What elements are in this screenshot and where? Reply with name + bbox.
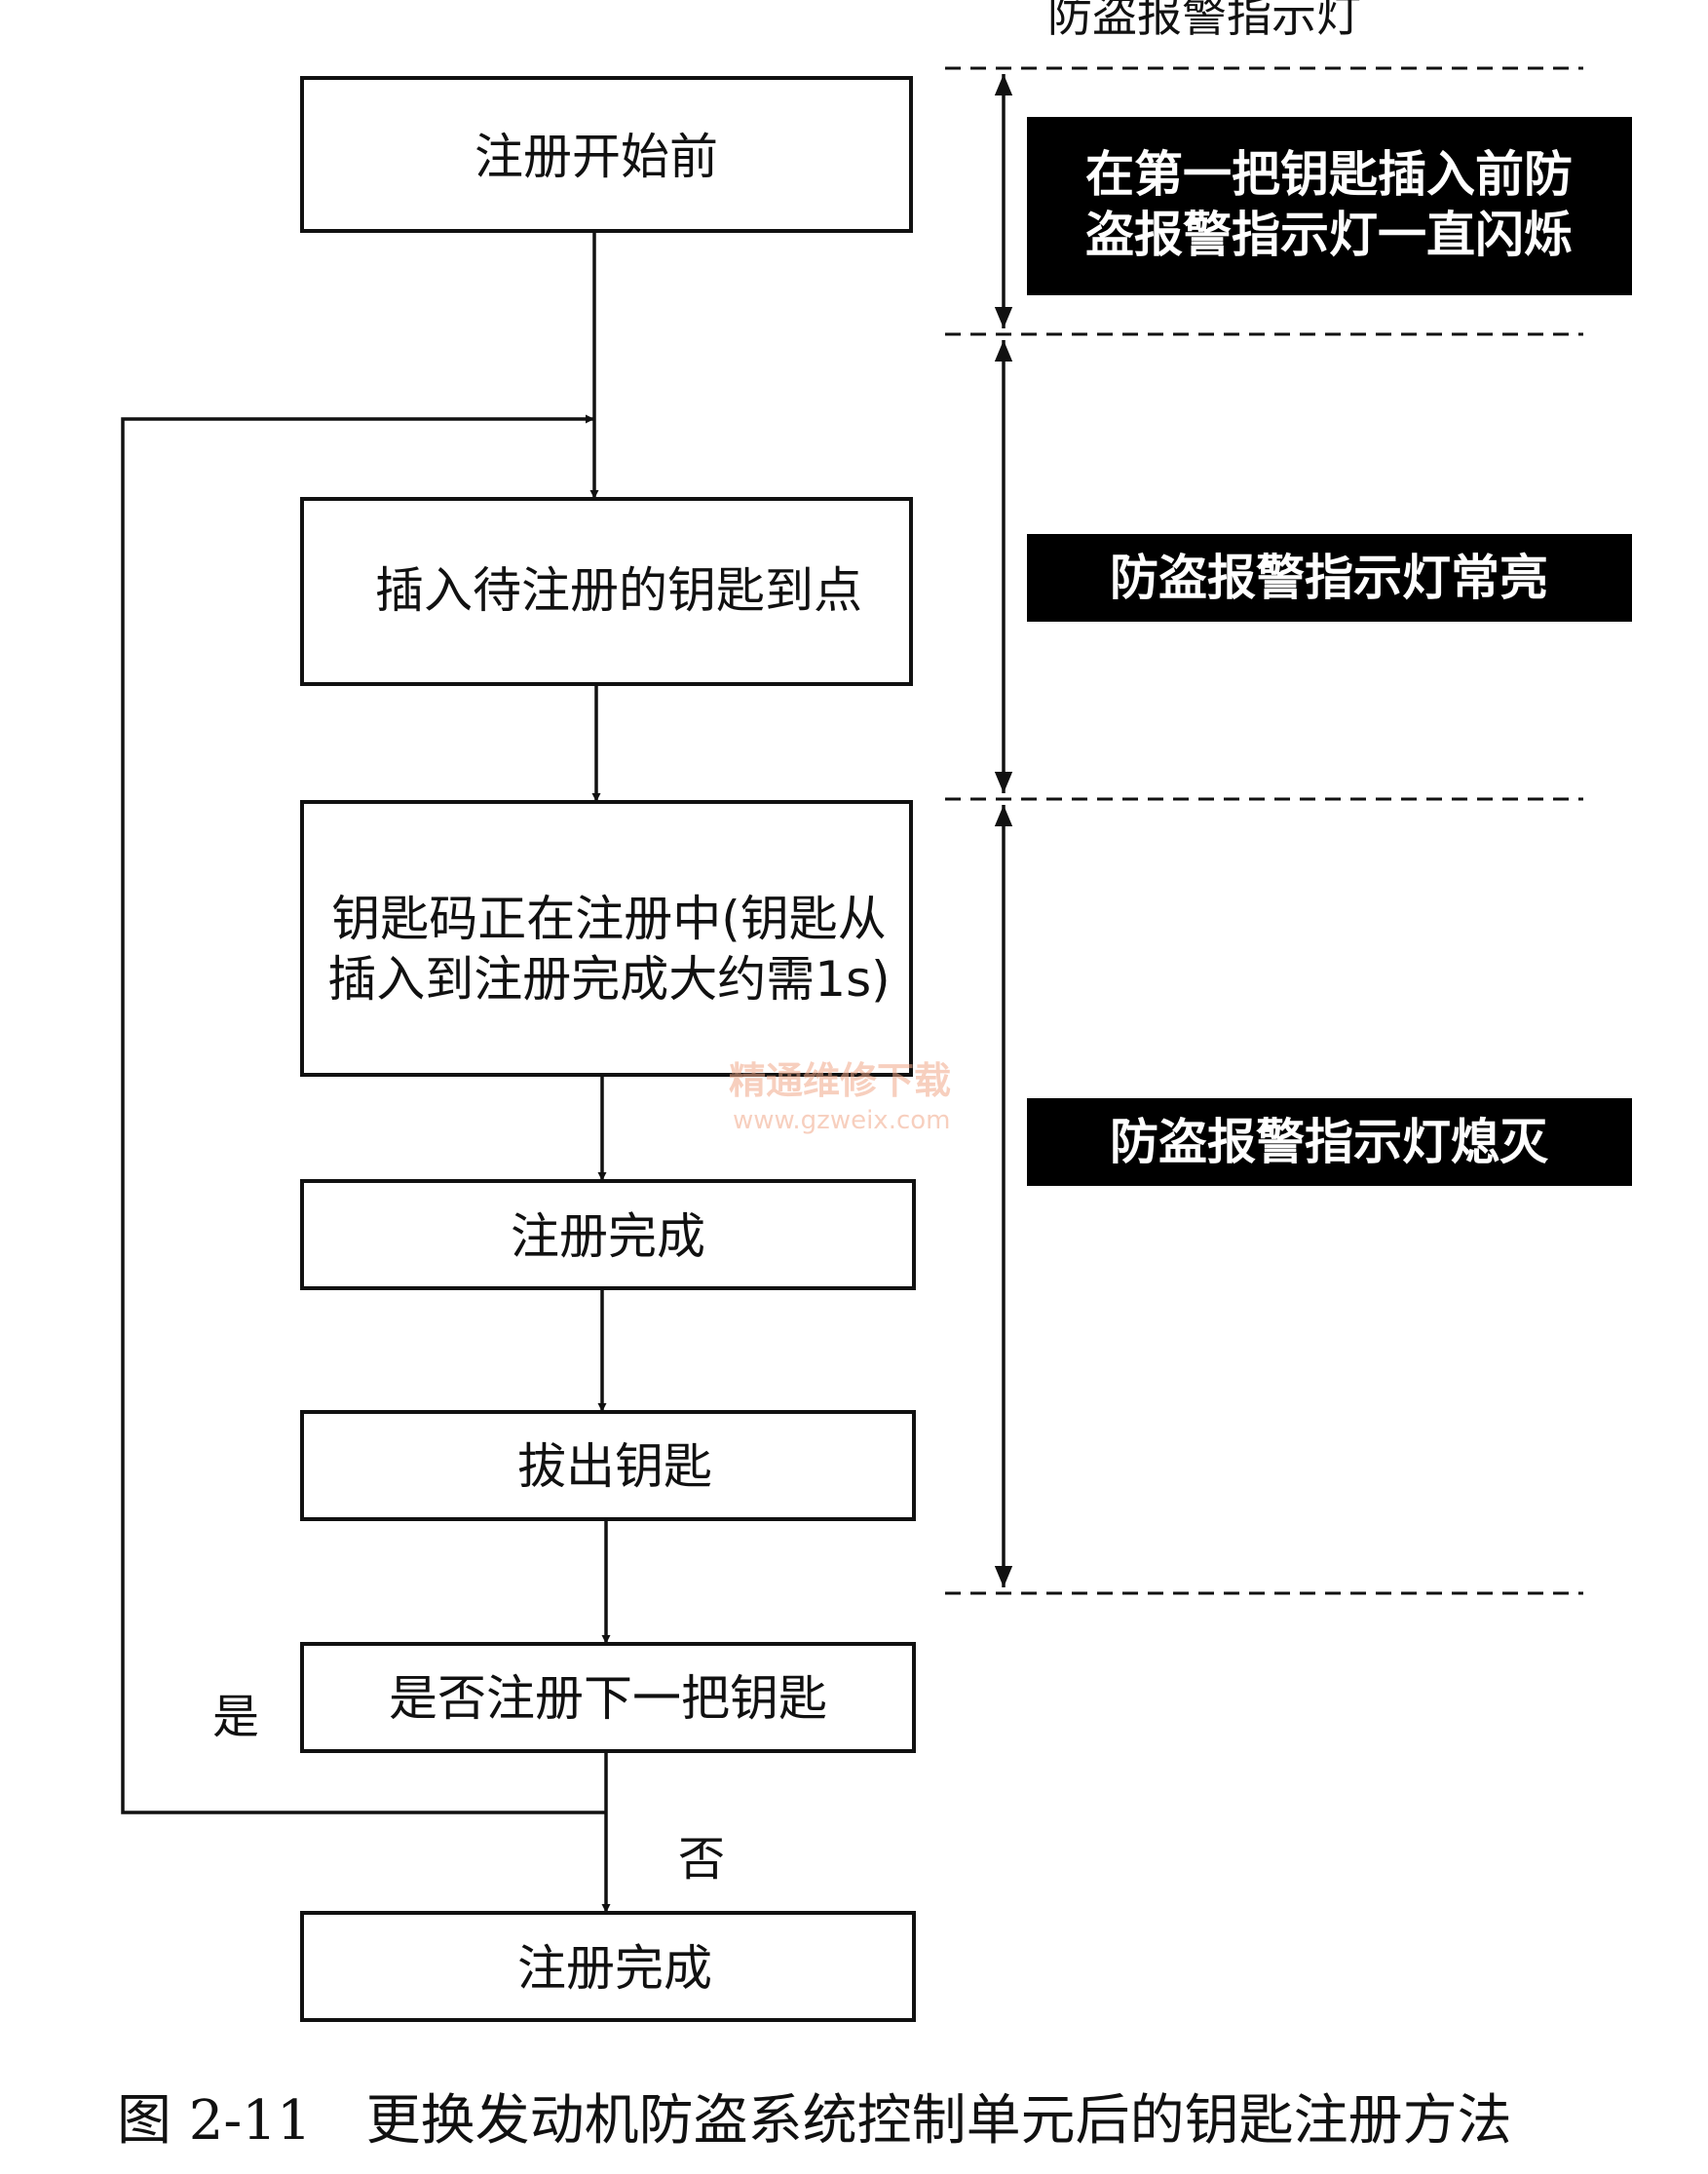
header-title: 防盗报警指示灯	[1047, 0, 1361, 42]
node-before-registration: 注册开始前	[300, 76, 913, 233]
indicator-steady-box: 防盗报警指示灯常亮	[1027, 534, 1632, 622]
node-next-key-question-label: 是否注册下一把钥匙	[389, 1670, 827, 1727]
node-before-registration-label: 注册开始前	[474, 129, 718, 185]
node-insert-key-label: 插入待注册的钥匙到点	[375, 562, 862, 619]
indicator-steady-label: 防盗报警指示灯常亮	[1110, 550, 1548, 606]
node-next-key-question: 是否注册下一把钥匙	[300, 1642, 916, 1753]
indicator-flashing-line2: 盗报警指示灯一直闪烁	[1085, 207, 1573, 263]
node-registration-done: 注册完成	[300, 1179, 916, 1290]
node-insert-key: 插入待注册的钥匙到点	[300, 497, 913, 686]
branch-yes-label: 是	[212, 1690, 259, 1744]
node-registering-line1: 钥匙码正在注册中(钥匙从	[331, 891, 887, 947]
figure-caption: 图 2-11 更换发动机防盗系统控制单元后的钥匙注册方法	[117, 2089, 1512, 2153]
branch-no-label: 否	[678, 1832, 725, 1887]
indicator-off-box: 防盗报警指示灯熄灭	[1027, 1098, 1632, 1186]
node-remove-key-label: 拔出钥匙	[517, 1438, 712, 1495]
watermark-url: www.gzweix.com	[733, 1106, 951, 1135]
node-registering: 钥匙码正在注册中(钥匙从 插入到注册完成大约需1s)	[300, 800, 913, 1077]
node-registration-done-label: 注册完成	[511, 1208, 705, 1265]
connector-yes-loop	[121, 414, 606, 1814]
node-finished: 注册完成	[300, 1911, 916, 2022]
indicator-off-label: 防盗报警指示灯熄灭	[1110, 1114, 1549, 1170]
node-remove-key: 拔出钥匙	[300, 1410, 916, 1521]
node-registering-line2: 插入到注册完成大约需1s)	[327, 951, 890, 1008]
indicator-flashing-box: 在第一把钥匙插入前防 盗报警指示灯一直闪烁	[1027, 117, 1632, 295]
node-finished-label: 注册完成	[517, 1940, 712, 1997]
watermark-title: 精通维修下载	[729, 1059, 951, 1102]
indicator-flashing-line1: 在第一把钥匙插入前防	[1085, 146, 1573, 203]
